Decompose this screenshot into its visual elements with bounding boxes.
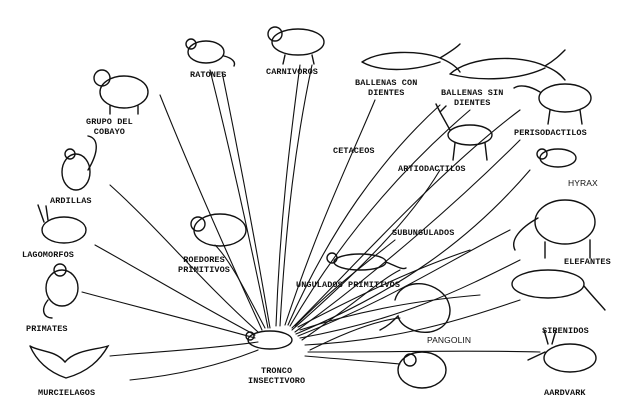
branch-murcielagos: [109, 341, 259, 357]
label-sirenidos: SIRENIDOS: [542, 326, 589, 336]
branch-a2: [297, 249, 471, 328]
primate-drawing: [42, 263, 79, 319]
branch-sirenidos: [304, 299, 521, 346]
label-elefantes: ELEFANTES: [564, 257, 611, 267]
branch-a1: [294, 239, 396, 327]
carnivore-drawing: [267, 26, 325, 65]
pangolin-drawing: [379, 282, 451, 333]
elephant-drawing: [513, 199, 596, 259]
insectivore-drawing: [245, 330, 293, 350]
branch-perisodactilos: [291, 109, 521, 329]
label-subungulados: SUBUNGULADOS: [392, 228, 455, 238]
branch-ratones: [209, 69, 269, 329]
branch-a3: [299, 294, 481, 331]
label-cetaceos: CETACEOS: [333, 146, 375, 156]
squirrel-drawing: [61, 135, 97, 191]
branch-roedores-a: [214, 244, 266, 329]
baleen-whale-drawing: [449, 49, 566, 81]
branch-ratones-b: [221, 71, 271, 329]
branch-cobayo: [159, 94, 263, 331]
branch-hyrax: [295, 169, 531, 335]
rabbit-drawing: [37, 204, 87, 244]
branch-lower-right: [304, 355, 401, 365]
label-pangolin: PANGOLIN: [427, 335, 472, 345]
branch-pangolin: [309, 317, 401, 351]
primitive-ungulate-drawing: [326, 252, 407, 271]
tapir-drawing: [513, 83, 592, 125]
manatee-drawing: [511, 269, 606, 311]
toothed-whale-drawing: [361, 43, 461, 73]
branch-perisodactilos-b: [294, 139, 521, 333]
branch-lagomorfos: [94, 244, 256, 336]
branch-subungulados: [297, 229, 511, 337]
capybara-drawing: [93, 69, 149, 115]
branch-carnivoros-b: [279, 64, 313, 327]
label-artiodactilos: ARTIODACTILOS: [398, 164, 466, 174]
branch-primates: [81, 291, 256, 339]
branch-ardillas: [109, 184, 259, 333]
branch-artiodactilos: [291, 169, 441, 331]
aardvark-drawing: [527, 329, 597, 373]
branch-carnivoros: [275, 64, 301, 327]
label-primates: PRIMATES: [26, 324, 68, 334]
bat-drawing: [29, 344, 110, 379]
label-ardillas: ARDILLAS: [50, 196, 92, 206]
hyrax-drawing: [536, 148, 577, 168]
branch-elefantes: [299, 259, 521, 339]
branch-aardvark: [307, 350, 541, 353]
branch-ballenas-b: [289, 109, 471, 327]
mouse-drawing: [185, 38, 236, 67]
label-aardvark: AARDVARK: [544, 388, 586, 398]
branch-cetaceos: [284, 99, 376, 326]
branch-lower-left: [129, 349, 259, 381]
label-carnivoros: CARNIVOROS: [266, 67, 319, 77]
label-perisodactilos: PERISODACTILOS: [514, 128, 587, 138]
label-hyrax: HYRAX: [568, 178, 598, 188]
primitive-rodent-drawing: [190, 213, 247, 247]
lower-animal-drawing: [397, 351, 447, 389]
label-ungulados-primitivos: UNGULADOS PRIMITIVOS: [296, 280, 401, 290]
label-lagomorfos: LAGOMORFOS: [22, 250, 75, 260]
deer-drawing: [435, 103, 493, 161]
label-murcielagos: MURCIELAGOS: [38, 388, 96, 398]
branch-ballenas: [287, 104, 441, 326]
label-ratones: RATONES: [190, 70, 227, 80]
